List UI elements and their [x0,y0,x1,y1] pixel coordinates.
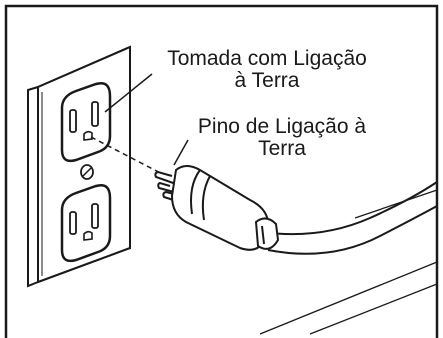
outlet-label-line2: à Terra [234,69,300,92]
pin-label-line1: Pino de Ligação à [197,115,367,138]
upper-receptacle [60,82,112,163]
slot-right [91,101,99,127]
outlet-label-line1: Tomada com Ligação [167,47,367,70]
lower-receptacle [60,184,112,263]
leader-pin [173,139,189,166]
slot-left [69,109,77,133]
prong-top [154,170,177,185]
plug [154,165,280,251]
ground-pin [157,181,175,193]
frame-border [4,4,439,338]
outlet-label: Tomada com Ligação à Terra [148,48,386,92]
pin-label: Pino de Ligação à Terra [170,116,394,160]
screw-icon [80,164,94,180]
leader-outlet [104,73,153,113]
floor-lines [259,189,438,335]
ground-hole [83,130,93,141]
pin-label-line2: Terra [258,137,306,160]
power-cord [261,181,438,255]
